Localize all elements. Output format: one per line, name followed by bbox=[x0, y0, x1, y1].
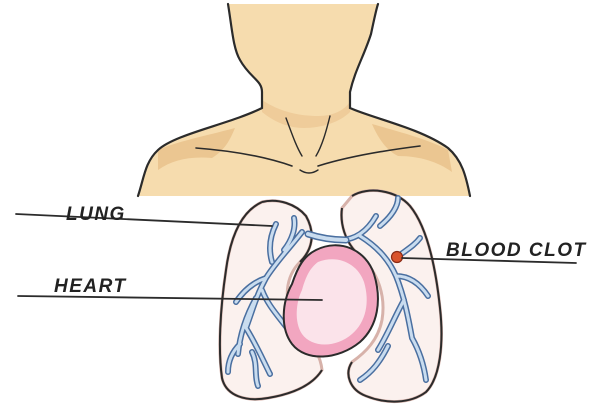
blood-clot-icon bbox=[392, 252, 403, 263]
blood-clot-label: BLOOD CLOT bbox=[446, 240, 587, 261]
pulmonary-vessel-icon bbox=[308, 234, 346, 240]
lung-leader-line bbox=[16, 214, 272, 226]
lung-label: LUNG bbox=[66, 204, 126, 225]
heart-label: HEART bbox=[54, 276, 127, 297]
neck-and-shoulders-icon bbox=[138, 4, 470, 196]
